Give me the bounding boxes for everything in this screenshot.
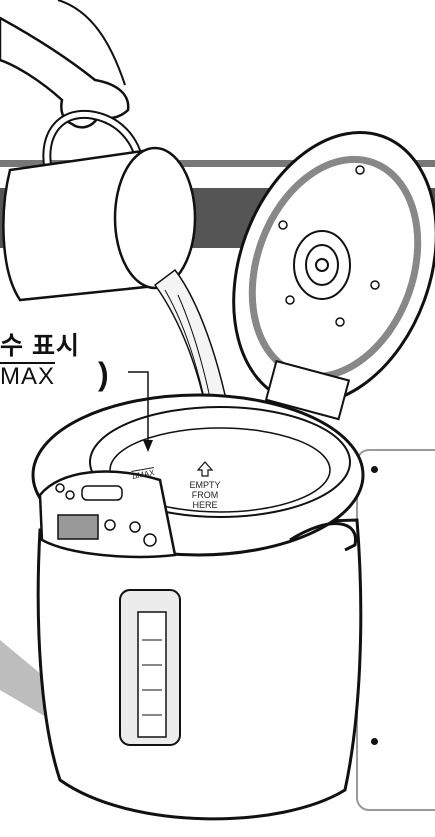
max-label: MAX: [0, 362, 56, 390]
panel-bullet-2: [371, 738, 378, 745]
up-arrow-icon: [196, 461, 214, 477]
empty-from-here-text: EMPTY FROM HERE: [180, 480, 230, 510]
callout-line: [128, 371, 149, 445]
pot-handle: [289, 522, 358, 552]
closing-paren: ): [98, 356, 109, 392]
panel-bullet-1: [371, 466, 378, 473]
empty-line-1: EMPTY: [189, 480, 221, 490]
pot-body: [36, 518, 363, 821]
empty-line-2: FROM: [191, 490, 219, 500]
hand: [0, 16, 130, 129]
empty-line-3: HERE: [192, 500, 218, 510]
info-panel: [356, 449, 435, 811]
header-band: [0, 160, 435, 167]
display-screen: [57, 514, 99, 540]
water-level-label: 수 표시: [0, 332, 80, 360]
